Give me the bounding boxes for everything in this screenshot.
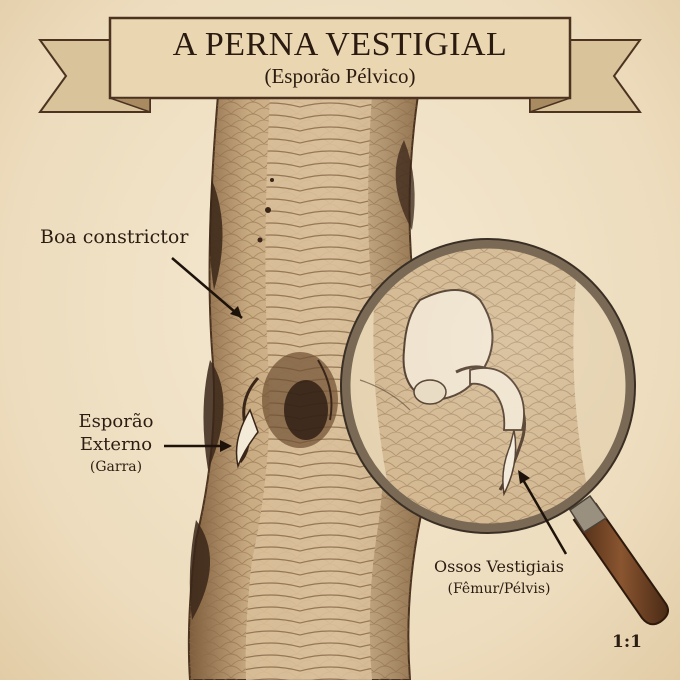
label-spur-note: (Garra) [89, 459, 143, 475]
banner-subtitle: (Esporão Pélvico) [264, 64, 416, 88]
label-bones-title: Ossos Vestigiais [433, 557, 564, 576]
lens-glare [348, 246, 628, 526]
label-spur-line2: Externo [79, 434, 153, 455]
pointer-bones [518, 470, 568, 555]
label-spur-line1: Esporão [78, 411, 154, 432]
pelvic-spur [235, 352, 338, 469]
label-boa: Boa constrictor [40, 226, 189, 248]
magnifier-handle [568, 494, 669, 626]
title-banner [38, 16, 642, 114]
label-bones-note: (Fêmur/Pélvis) [447, 581, 551, 597]
label-external-spur: Esporão Externo (Garra) [52, 410, 180, 479]
banner-title: A PERNA VESTIGIAL [172, 26, 508, 63]
lens-rim [341, 239, 635, 533]
pointer-boa [171, 257, 243, 319]
label-vestigial-bones: Ossos Vestigiais (Fêmur/Pélvis) [404, 556, 594, 600]
scale-label: 1:1 [612, 632, 642, 652]
pointer-spur [164, 440, 232, 452]
